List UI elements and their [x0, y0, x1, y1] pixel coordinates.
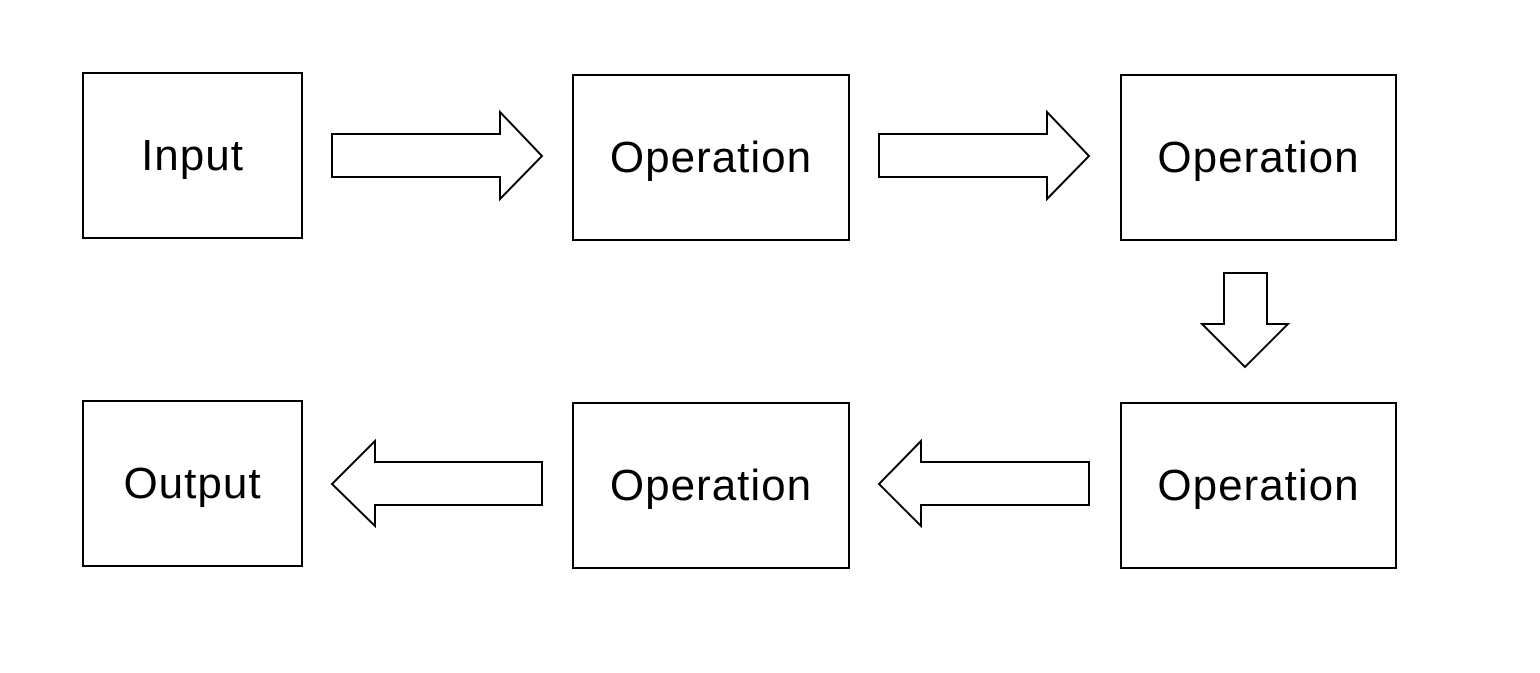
node-operation-3-label: Operation: [1157, 460, 1360, 510]
node-output-label: Output: [123, 458, 262, 508]
node-output: Output: [82, 400, 303, 567]
node-operation-3: Operation: [1120, 402, 1397, 569]
arrow-left-op4-to-output: [330, 438, 543, 529]
arrow-left-op3-to-op4: [877, 438, 1090, 529]
node-operation-2: Operation: [1120, 74, 1397, 241]
arrow-right-input-to-op1: [331, 109, 544, 202]
arrow-right-op1-to-op2: [878, 109, 1091, 202]
node-input-label: Input: [141, 130, 244, 180]
node-operation-2-label: Operation: [1157, 132, 1360, 182]
node-operation-4-label: Operation: [609, 460, 813, 510]
node-operation-1-label: Operation: [609, 132, 813, 182]
node-operation-1: Operation: [572, 74, 850, 241]
node-operation-4: Operation: [572, 402, 850, 569]
arrow-down-op2-to-op3: [1199, 272, 1291, 369]
node-input: Input: [82, 72, 303, 239]
